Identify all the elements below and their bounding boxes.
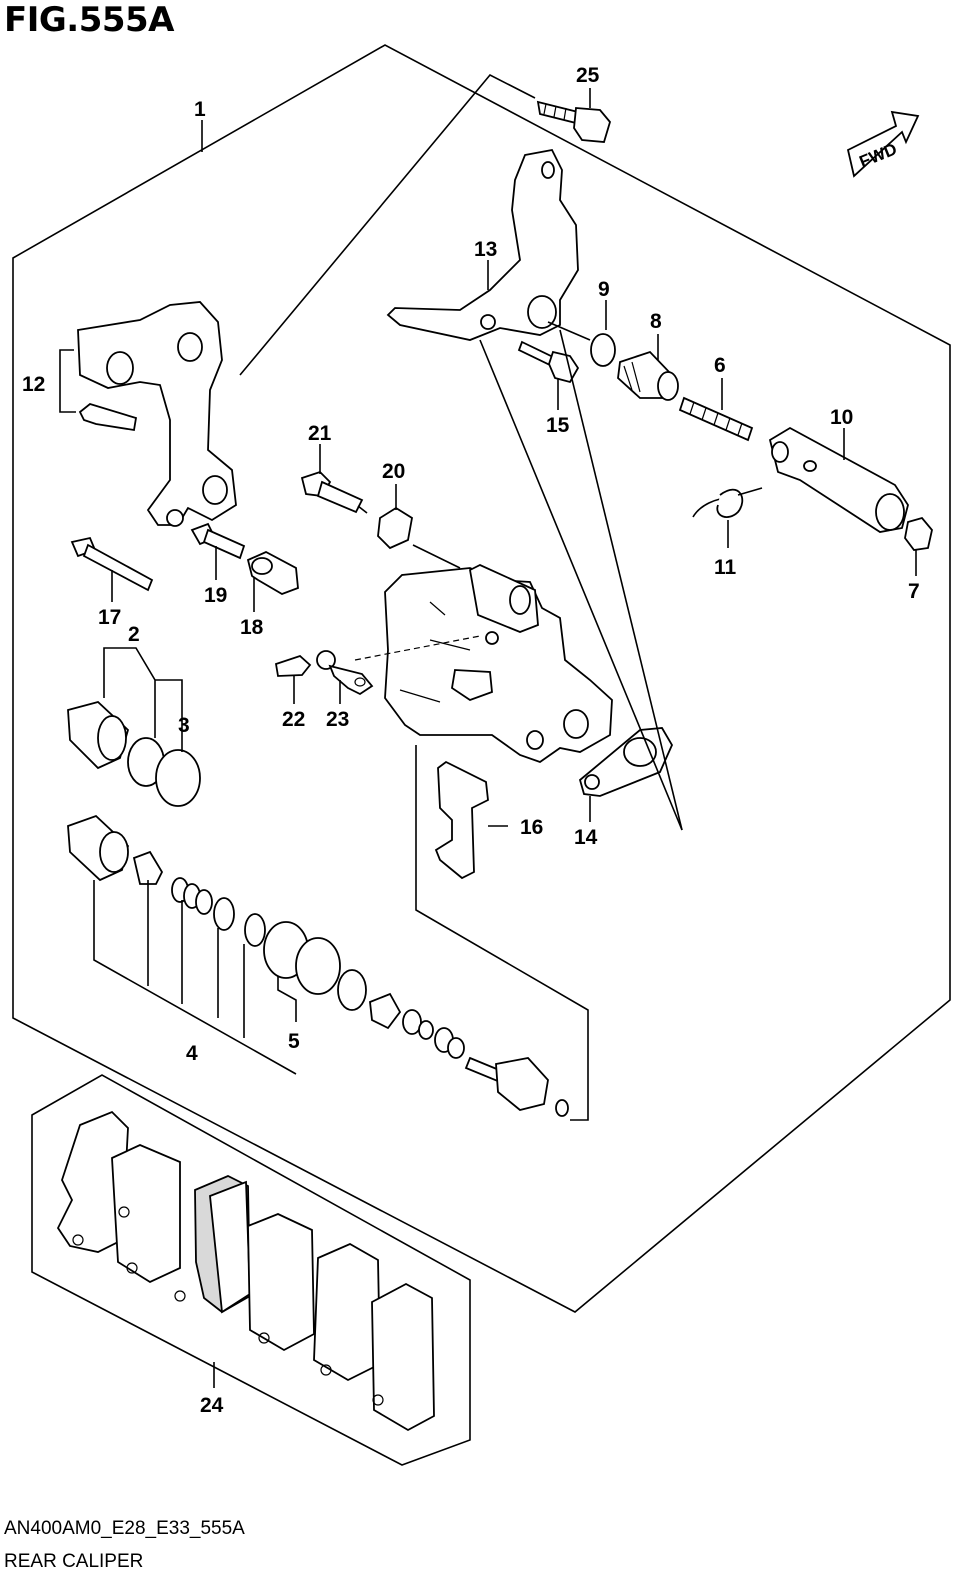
callout-24: 24: [200, 1394, 224, 1417]
assembly-inner-line: [239, 73, 536, 376]
assembly-outline: [12, 44, 951, 1313]
bracket-13: [386, 148, 591, 341]
figure-title: FIG.555A: [4, 0, 174, 40]
pin-19: [190, 522, 246, 560]
nut-7: [904, 516, 933, 551]
piston-kit-4-leader: [93, 880, 297, 1075]
callout-5: 5: [288, 1030, 300, 1053]
gasket-23: [316, 650, 374, 696]
callout-9: 9: [598, 278, 610, 301]
piston-2: [67, 701, 201, 807]
caliper-dashed-leader: [354, 635, 481, 661]
rod-6: [678, 396, 754, 442]
leader-13-diag: [479, 339, 683, 831]
piston-kit-4: [67, 814, 266, 947]
spring-11: [692, 487, 763, 518]
callout-3: 3: [178, 714, 190, 737]
callout-13: 13: [474, 238, 497, 261]
figure-code: AN400AM0_E28_E33_555A: [4, 1518, 245, 1539]
sleeve-8: [617, 350, 679, 401]
callout-16: 16: [520, 816, 543, 839]
pad-set-outline: [31, 1074, 471, 1466]
seal-5: [263, 921, 367, 1011]
callout-10: 10: [830, 406, 853, 429]
boot-18: [246, 550, 299, 595]
bracket-12-leader: [59, 349, 76, 413]
bushing-20: [377, 506, 461, 569]
bracket-12: [77, 301, 237, 527]
callout-22: 22: [282, 708, 305, 731]
callout-19: 19: [204, 584, 227, 607]
callout-20: 20: [382, 460, 405, 483]
callout-21: 21: [308, 422, 332, 445]
callout-6: 6: [714, 354, 726, 377]
leader-bracket-diag: [559, 329, 683, 831]
callout-12: 12: [22, 373, 45, 396]
gasket-14: [578, 727, 674, 797]
callout-7: 7: [908, 580, 920, 603]
caliper-leader-vertical: [415, 745, 589, 1121]
callout-2: 2: [128, 623, 140, 646]
pin-17: [70, 536, 154, 592]
callout-14: 14: [574, 826, 598, 849]
lever-10: [768, 426, 909, 533]
callout-1: 1: [194, 98, 206, 121]
piston-2-leader: [103, 647, 183, 752]
o-ring-9: [590, 333, 616, 367]
callout-11: 11: [714, 556, 737, 579]
adjuster-assembly: [369, 992, 569, 1117]
bleeder-22: [274, 654, 312, 677]
callout-23: 23: [326, 708, 349, 731]
callout-17: 17: [98, 606, 121, 629]
callout-8: 8: [650, 310, 662, 333]
seal-5-leader: [277, 976, 297, 1022]
callout-18: 18: [240, 616, 264, 639]
bolt-25: [536, 100, 612, 143]
fwd-arrow-icon: FWD: [846, 110, 920, 178]
callout-25: 25: [576, 64, 600, 87]
brake-pad-set-24: [56, 1110, 435, 1432]
callout-15: 15: [546, 414, 570, 437]
bolt-15: [517, 340, 580, 384]
callout-4: 4: [186, 1042, 198, 1065]
figure-name: REAR CALIPER: [4, 1551, 144, 1572]
caliper-body: [384, 564, 613, 764]
clip-16: [434, 760, 508, 880]
pin-21: [300, 470, 368, 514]
